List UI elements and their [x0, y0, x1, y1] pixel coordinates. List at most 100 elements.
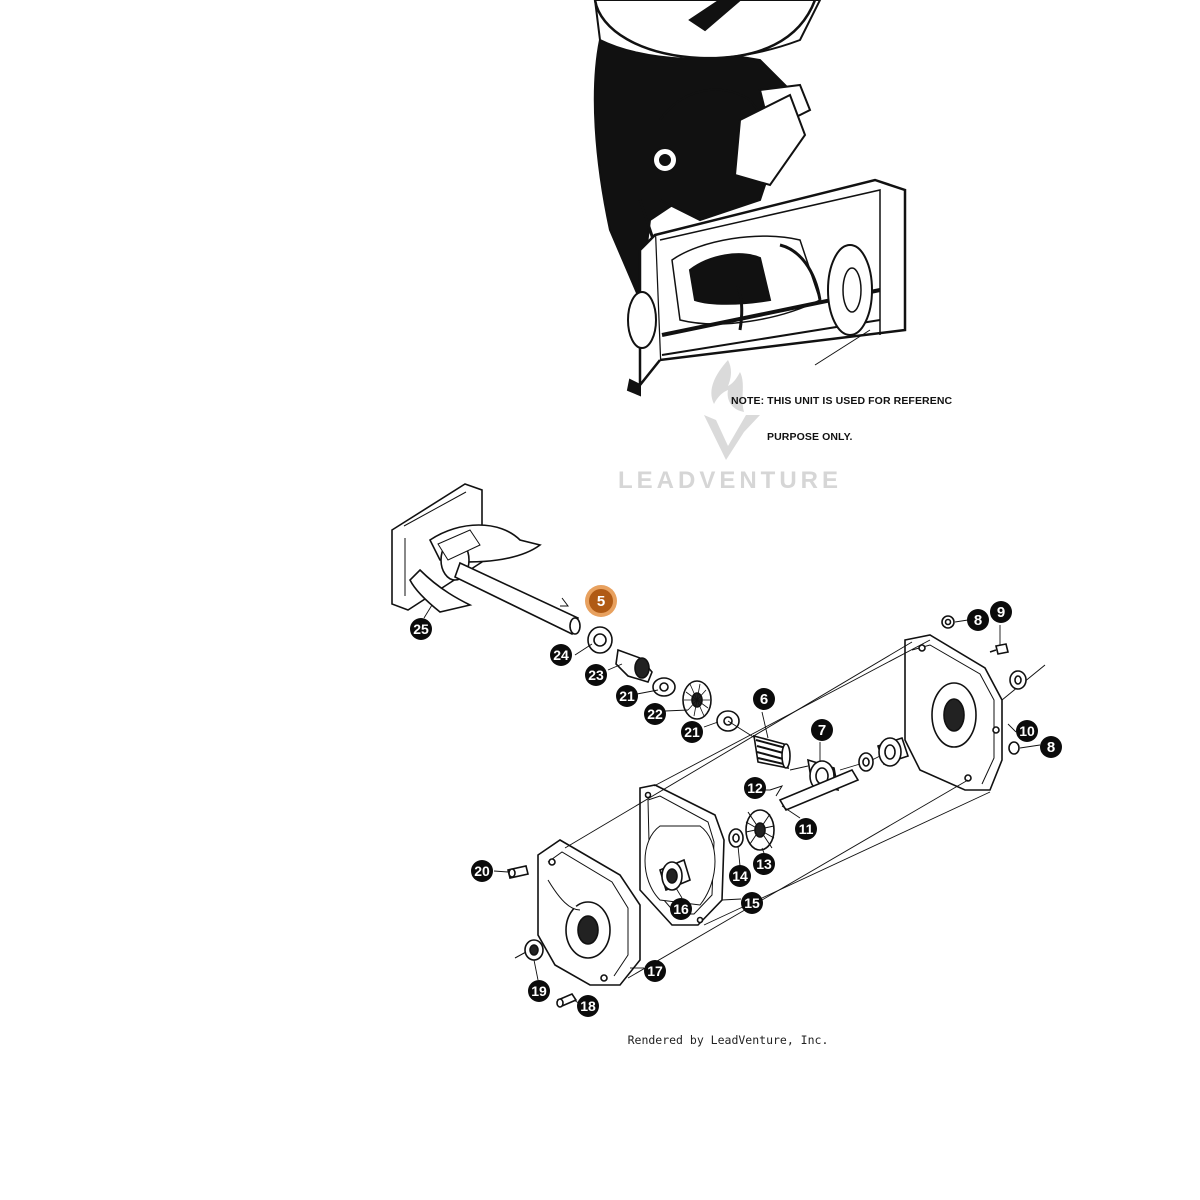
- callout-label: 7: [818, 722, 826, 739]
- washer-small-hole: [862, 757, 870, 767]
- callout-badge: [577, 995, 599, 1017]
- callout-badge: [670, 898, 692, 920]
- callout-label: 15: [744, 895, 760, 911]
- callout-23[interactable]: 23: [585, 664, 607, 686]
- callout-21[interactable]: 21: [616, 685, 638, 707]
- callout-badge: [589, 589, 613, 613]
- callout-badge: [471, 860, 493, 882]
- auger-shaft: [454, 561, 581, 636]
- callout-7[interactable]: 7: [811, 719, 833, 741]
- callout-badge: [729, 865, 751, 887]
- bolt-part-18: [556, 993, 578, 1008]
- callout-badge: [811, 719, 833, 741]
- callout-badge: [644, 703, 666, 725]
- callout-label: 17: [647, 963, 663, 979]
- flame-v-logo-icon: [704, 360, 760, 460]
- callout-11[interactable]: 11: [795, 818, 817, 840]
- callout-label: 8: [974, 612, 982, 629]
- callout-label: 16: [673, 901, 689, 917]
- callout-22[interactable]: 22: [644, 703, 666, 725]
- reference-note: NOTE: THIS UNIT IS USED FOR REFERENC PUR…: [731, 371, 952, 455]
- callout-label: 21: [619, 688, 635, 704]
- callout-badge: [1016, 720, 1038, 742]
- bushing-part-16: [659, 858, 691, 892]
- thrust-bearing-part-22: [682, 680, 712, 720]
- callout-label: 21: [684, 724, 700, 740]
- callout-12[interactable]: 12: [744, 777, 766, 799]
- nut-part-8-right: [1008, 741, 1020, 755]
- callout-label: 18: [580, 998, 596, 1014]
- callout-badge: [741, 892, 763, 914]
- bolt-part-20: [507, 865, 529, 879]
- pin-part-12: [769, 785, 784, 797]
- callout-13[interactable]: 13: [753, 853, 775, 875]
- washer-part-24-hole: [593, 633, 607, 647]
- callout-badge: [967, 609, 989, 631]
- callout-label: 12: [747, 780, 763, 796]
- callout-badge: [616, 685, 638, 707]
- callout-label: 13: [756, 856, 772, 872]
- callout-label: 23: [588, 667, 604, 683]
- callout-badge: [753, 853, 775, 875]
- housing-right-half: [904, 634, 1003, 791]
- reference-note-line-1: NOTE: THIS UNIT IS USED FOR REFERENC: [731, 395, 953, 407]
- bearing-part-19: [514, 939, 544, 961]
- callout-badge: [753, 688, 775, 710]
- callout-label: 20: [474, 863, 490, 879]
- callout-badge: [1040, 736, 1062, 758]
- callout-14[interactable]: 14: [729, 865, 751, 887]
- callout-24[interactable]: 24: [550, 644, 572, 666]
- callout-badge: [410, 618, 432, 640]
- callout-15[interactable]: 15: [741, 892, 763, 914]
- callout-8[interactable]: 8: [1040, 736, 1062, 758]
- callout-8[interactable]: 8: [967, 609, 989, 631]
- callout-25[interactable]: 25: [410, 618, 432, 640]
- callout-label: 9: [997, 604, 1005, 621]
- bearing-sleeve-right: [876, 736, 910, 767]
- callout-label: 19: [531, 983, 547, 999]
- callout-label: 8: [1047, 739, 1055, 756]
- snowblower-reference-illustration: [593, 0, 907, 397]
- callout-badge: [644, 960, 666, 982]
- callout-19[interactable]: 19: [528, 980, 550, 1002]
- callout-17[interactable]: 17: [644, 960, 666, 982]
- callout-label: 11: [799, 821, 814, 837]
- housing-left-half-part-17: [537, 839, 641, 986]
- bushing-part-23: [615, 648, 653, 683]
- callout-6[interactable]: 6: [753, 688, 775, 710]
- bearing-part-10-hole: [1014, 675, 1022, 685]
- callout-badge: [744, 777, 766, 799]
- render-credit: Rendered by LeadVenture, Inc.: [627, 1033, 829, 1047]
- nut-part-8-top: [941, 615, 955, 629]
- callout-16[interactable]: 16: [670, 898, 692, 920]
- callout-21[interactable]: 21: [681, 721, 703, 743]
- spur-gear-part-13: [745, 809, 775, 851]
- callout-label: 10: [1019, 723, 1035, 739]
- callout-label: 22: [647, 706, 663, 722]
- watermark-text: LEADVENTURE: [617, 467, 842, 494]
- callout-label: 25: [413, 621, 429, 637]
- callout-18[interactable]: 18: [577, 995, 599, 1017]
- callout-label: 5: [597, 593, 605, 610]
- callout-label: 14: [732, 868, 748, 884]
- callout-badge: [681, 721, 703, 743]
- callout-10[interactable]: 10: [1016, 720, 1038, 742]
- callout-label: 6: [760, 691, 768, 708]
- callout-badge: [585, 664, 607, 686]
- callout-label: 24: [553, 647, 569, 663]
- callout-badge: [795, 818, 817, 840]
- callout-20[interactable]: 20: [471, 860, 493, 882]
- callout-9[interactable]: 9: [990, 601, 1012, 623]
- worm-gear-part-6: [753, 734, 791, 770]
- callout-badge: [550, 644, 572, 666]
- bolt-part-9: [989, 643, 1009, 655]
- worm-shaft-part-11: [778, 768, 860, 812]
- callout-badge: [528, 980, 550, 1002]
- callout-5[interactable]: 5: [585, 585, 617, 617]
- callout-badge: [990, 601, 1012, 623]
- gearbox-exploded-view: [391, 483, 1046, 1008]
- washer-part-21-a-hole: [659, 682, 669, 692]
- impeller-part-25: [391, 483, 542, 613]
